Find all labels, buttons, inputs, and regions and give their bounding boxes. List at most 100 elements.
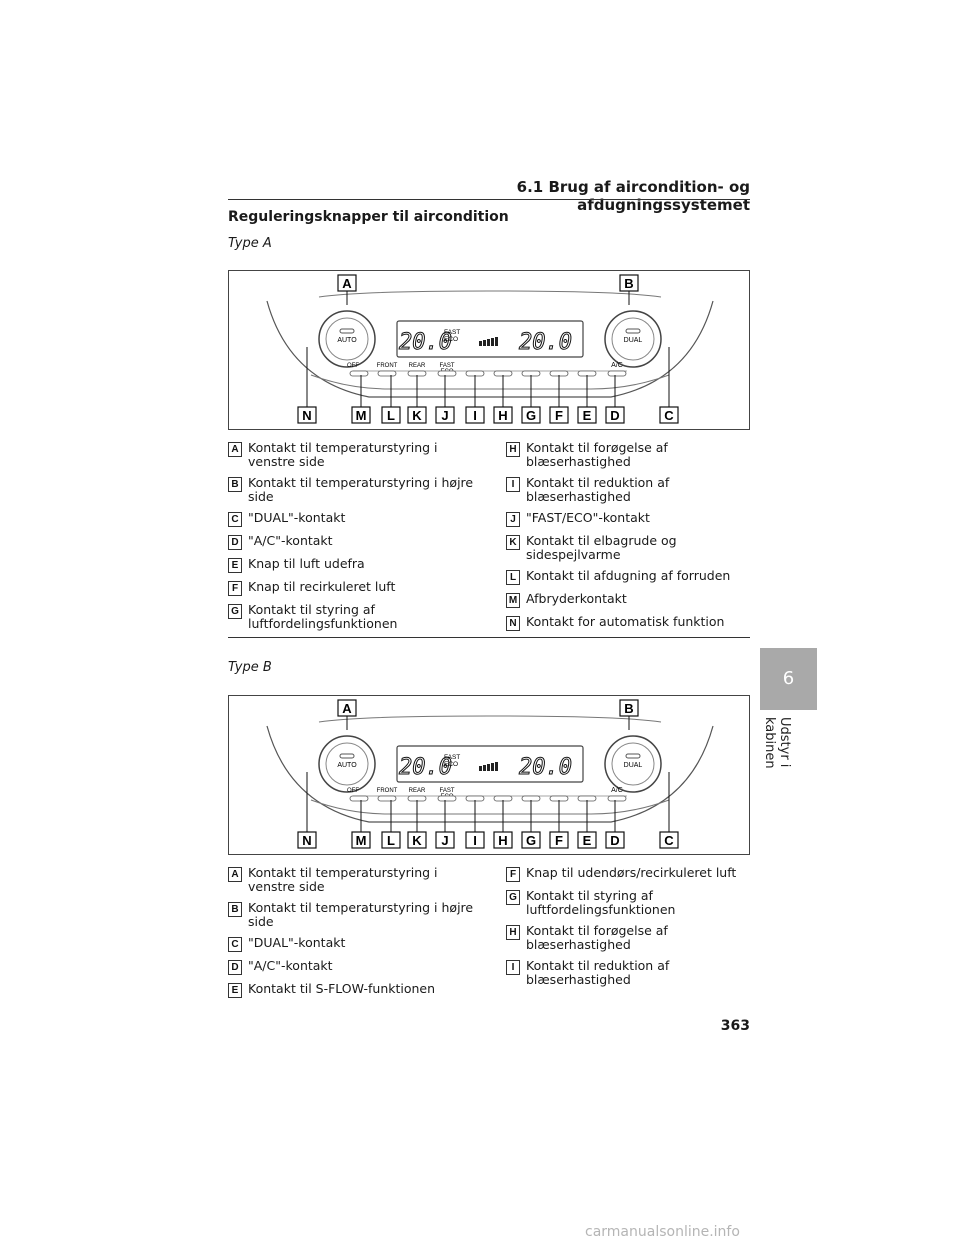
legend-text: "FAST/ECO"-kontakt bbox=[526, 510, 650, 525]
left-temp-readout: 20.0 bbox=[399, 330, 452, 355]
legend-key-badge: B bbox=[228, 902, 242, 917]
auto-button-label: AUTO bbox=[337, 337, 357, 344]
fan-level-bar bbox=[495, 337, 498, 346]
legend-key-badge: B bbox=[228, 477, 242, 492]
legend-item: B Kontakt til temperaturstyring i højre s… bbox=[228, 476, 478, 504]
type-b-control-panel-illustration: AUTODUAL20.0FASTECO20.0OFFFRONTREARFASTE… bbox=[266, 699, 714, 849]
callout-a-label: A bbox=[342, 276, 352, 291]
legend-text: Kontakt til temperaturstyring i højre si… bbox=[248, 475, 474, 504]
bezel-inner bbox=[310, 374, 670, 390]
callout-d-label: D bbox=[610, 833, 619, 848]
legend-key-badge: A bbox=[228, 867, 242, 882]
legend-item: I Kontakt til reduktion af blæserhastighe… bbox=[506, 959, 750, 987]
callout-j-label: J bbox=[441, 833, 448, 848]
auto-knob bbox=[325, 317, 369, 361]
ac-button-label: A/C bbox=[611, 362, 623, 369]
rear-button-label: REAR bbox=[409, 363, 426, 369]
legend-item: G Kontakt til styring af luftfordelingsfu… bbox=[506, 889, 750, 917]
legend-key-badge: H bbox=[506, 925, 520, 940]
legend-key-badge: E bbox=[228, 558, 242, 573]
panel-button bbox=[349, 795, 369, 802]
legend-key-badge: G bbox=[228, 604, 242, 619]
bezel-outline bbox=[266, 725, 714, 823]
legend-key-badge: J bbox=[506, 512, 520, 527]
callout-h-label: H bbox=[498, 833, 507, 848]
callout-g-label: G bbox=[526, 833, 536, 848]
section-divider bbox=[228, 637, 750, 638]
left-temp-readout: 20.0 bbox=[399, 755, 452, 780]
legend-text: Kontakt til forøgelse af blæserhastighed bbox=[526, 440, 668, 469]
legend-key-badge: N bbox=[506, 616, 520, 631]
type-b-figure: AUTODUAL20.0FASTECO20.0OFFFRONTREARFASTE… bbox=[228, 695, 750, 855]
legend-text: "DUAL"-kontakt bbox=[248, 510, 346, 525]
fan-level-bar bbox=[491, 338, 494, 346]
legend-item: J "FAST/ECO"-kontakt bbox=[506, 511, 750, 527]
legend-key-badge: C bbox=[228, 512, 242, 527]
fan-level-bar bbox=[483, 765, 486, 771]
bezel-top bbox=[318, 715, 662, 723]
legend-item: A Kontakt til temperaturstyring i venstre… bbox=[228, 441, 478, 469]
fan-level-bar bbox=[495, 762, 498, 771]
callout-e-label: E bbox=[583, 408, 592, 423]
legend-key-badge: E bbox=[228, 983, 242, 998]
legend-key-badge: L bbox=[506, 570, 520, 585]
legend-text: Knap til udendørs/recirkuleret luft bbox=[526, 865, 737, 880]
panel-button bbox=[349, 370, 369, 377]
chapter-tab-label: Udstyr i kabinen bbox=[762, 717, 792, 769]
legend-text: Kontakt til reduktion af blæserhastighed bbox=[526, 958, 670, 987]
fast-indicator: FAST bbox=[444, 329, 460, 336]
eco-indicator: ECO bbox=[444, 336, 458, 343]
legend-text: Kontakt til afdugning af forruden bbox=[526, 568, 731, 583]
callout-d-label: D bbox=[610, 408, 619, 423]
legend-text: "A/C"-kontakt bbox=[248, 958, 333, 973]
legend-key-badge: A bbox=[228, 442, 242, 457]
auto-knob bbox=[325, 742, 369, 786]
chapter-tab[interactable]: 6 bbox=[760, 648, 817, 710]
front-button-label: FRONT bbox=[377, 363, 398, 369]
legend-item: C "DUAL"-kontakt bbox=[228, 511, 478, 527]
legend-item: D"A/C"-kontakt bbox=[228, 534, 478, 550]
fan-level-bar bbox=[479, 341, 482, 346]
dual-knob bbox=[611, 317, 655, 361]
dual-button-label: DUAL bbox=[624, 337, 643, 344]
legend-key-badge: C bbox=[228, 937, 242, 952]
callout-f-label: F bbox=[555, 833, 563, 848]
legend-key-badge: G bbox=[506, 890, 520, 905]
callout-l-label: L bbox=[387, 833, 395, 848]
legend-item: C "DUAL"-kontakt bbox=[228, 936, 478, 952]
panel-button bbox=[437, 370, 457, 377]
callout-b-label: B bbox=[624, 276, 633, 291]
callout-i-label: I bbox=[473, 833, 477, 848]
fan-level-bar bbox=[483, 340, 486, 346]
ac-button-label: A/C bbox=[611, 787, 623, 794]
legend-text: "DUAL"-kontakt bbox=[248, 935, 346, 950]
callout-b-label: B bbox=[624, 701, 633, 716]
callout-g-label: G bbox=[526, 408, 536, 423]
panel-button bbox=[607, 795, 627, 802]
section-title: Reguleringsknapper til aircondition bbox=[228, 209, 509, 225]
legend-key-badge: I bbox=[506, 477, 520, 492]
auto-indicator bbox=[339, 753, 355, 759]
legend-key-badge: F bbox=[228, 581, 242, 596]
callout-h-label: H bbox=[498, 408, 507, 423]
legend-text: Kontakt til temperaturstyring i venstre … bbox=[248, 440, 438, 469]
callout-c-label: C bbox=[664, 408, 674, 423]
legend-text: Kontakt til styring af luftfordelingsfun… bbox=[526, 888, 676, 917]
callout-n-label: N bbox=[302, 408, 311, 423]
off-button-label: OFF bbox=[347, 363, 359, 369]
dual-indicator bbox=[625, 753, 641, 759]
legend-key-badge: I bbox=[506, 960, 520, 975]
callout-a-label: A bbox=[342, 701, 352, 716]
panel-button bbox=[437, 795, 457, 802]
